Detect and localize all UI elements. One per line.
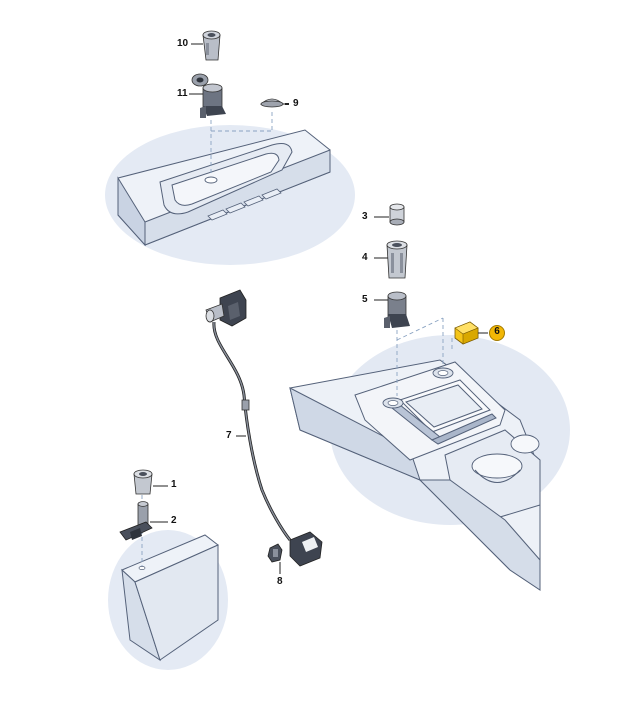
part-8-bracket — [267, 543, 283, 563]
part-3-cap — [389, 203, 405, 226]
console-guide-lines — [396, 317, 453, 396]
part-1-socket-insert — [133, 469, 153, 495]
part-10-socket-insert — [202, 30, 221, 61]
center-console — [289, 335, 570, 591]
lower-left-panel — [108, 530, 228, 670]
upper-console-panel — [105, 125, 355, 265]
part-7-cable-assembly — [205, 289, 323, 567]
part-6-adapter-highlighted — [454, 321, 479, 345]
part-9-cap — [259, 98, 285, 108]
part-5-socket-housing — [384, 291, 410, 328]
callout-9-dot — [285, 103, 289, 105]
part-4-socket-insert — [386, 240, 408, 279]
part-2-socket-bracket — [119, 501, 153, 541]
callout-leaders — [150, 43, 488, 574]
upper-guide-lines — [210, 112, 273, 176]
part-11-socket-housing — [191, 73, 226, 118]
